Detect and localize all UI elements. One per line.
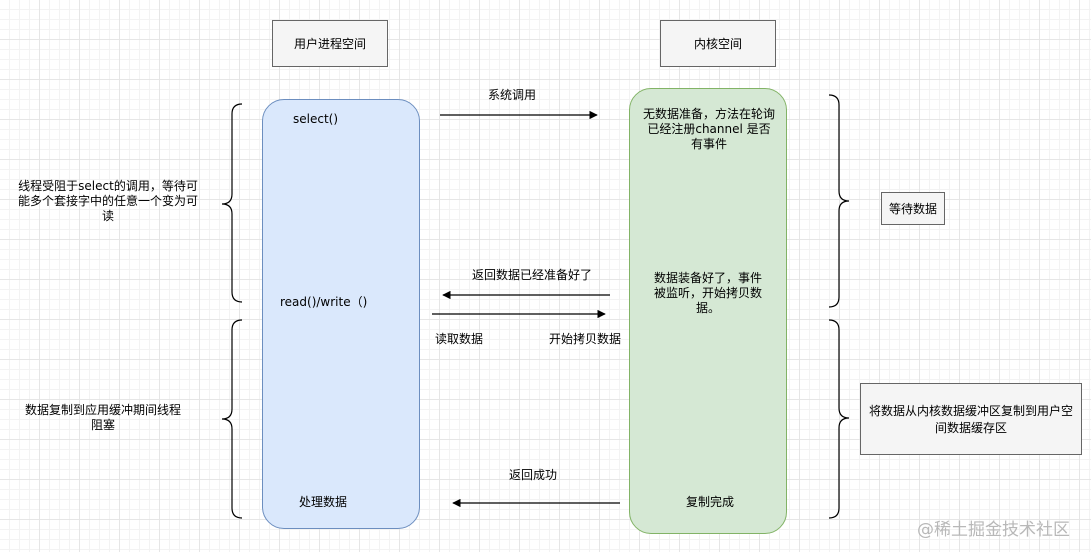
copy-kernel-user-box: 将数据从内核数据缓冲区复制到用户空间数据缓存区 (860, 383, 1082, 455)
user-space-header-label: 用户进程空间 (293, 37, 366, 51)
select-call-label: select() (293, 112, 339, 126)
process-data-label: 处理数据 (299, 495, 348, 509)
left-brace-copy (221, 319, 243, 519)
user-space-header: 用户进程空间 (272, 20, 388, 67)
data-ready-return-label: 返回数据已经准备好了 (472, 268, 593, 282)
left-brace-select (221, 103, 243, 303)
right-brace-wait (828, 94, 850, 308)
syscall-label: 系统调用 (488, 88, 537, 102)
blocked-select-note: 线程受阻于select的调用，等待可能多个套接字中的任意一个变为可读 (17, 179, 198, 223)
blocked-copy-note: 数据复制到应用缓冲期间线程阻塞 (24, 403, 181, 432)
data-ready-listened-label: 数据装备好了，事件被监听，开始拷贝数据。 (653, 271, 762, 315)
kernel-lane (629, 88, 787, 534)
no-data-polling-label: 无数据准备，方法在轮询已经注册channel 是否有事件 (643, 107, 776, 151)
kernel-space-header: 内核空间 (660, 20, 776, 67)
copy-complete-label: 复制完成 (686, 495, 735, 509)
return-success-label: 返回成功 (509, 468, 558, 482)
user-process-lane (262, 99, 420, 529)
watermark-text: @稀土掘金技术社区 (917, 520, 1070, 540)
right-brace-copy (828, 319, 850, 519)
read-data-label: 读取数据 (435, 332, 484, 346)
read-write-call-label: read()/write（) (280, 295, 368, 309)
copy-kernel-user-label: 将数据从内核数据缓冲区复制到用户空间数据缓存区 (868, 404, 1073, 435)
wait-data-box: 等待数据 (881, 192, 945, 225)
start-copy-label: 开始拷贝数据 (549, 332, 622, 346)
kernel-space-header-label: 内核空间 (693, 37, 742, 51)
wait-data-label: 等待数据 (888, 202, 937, 216)
